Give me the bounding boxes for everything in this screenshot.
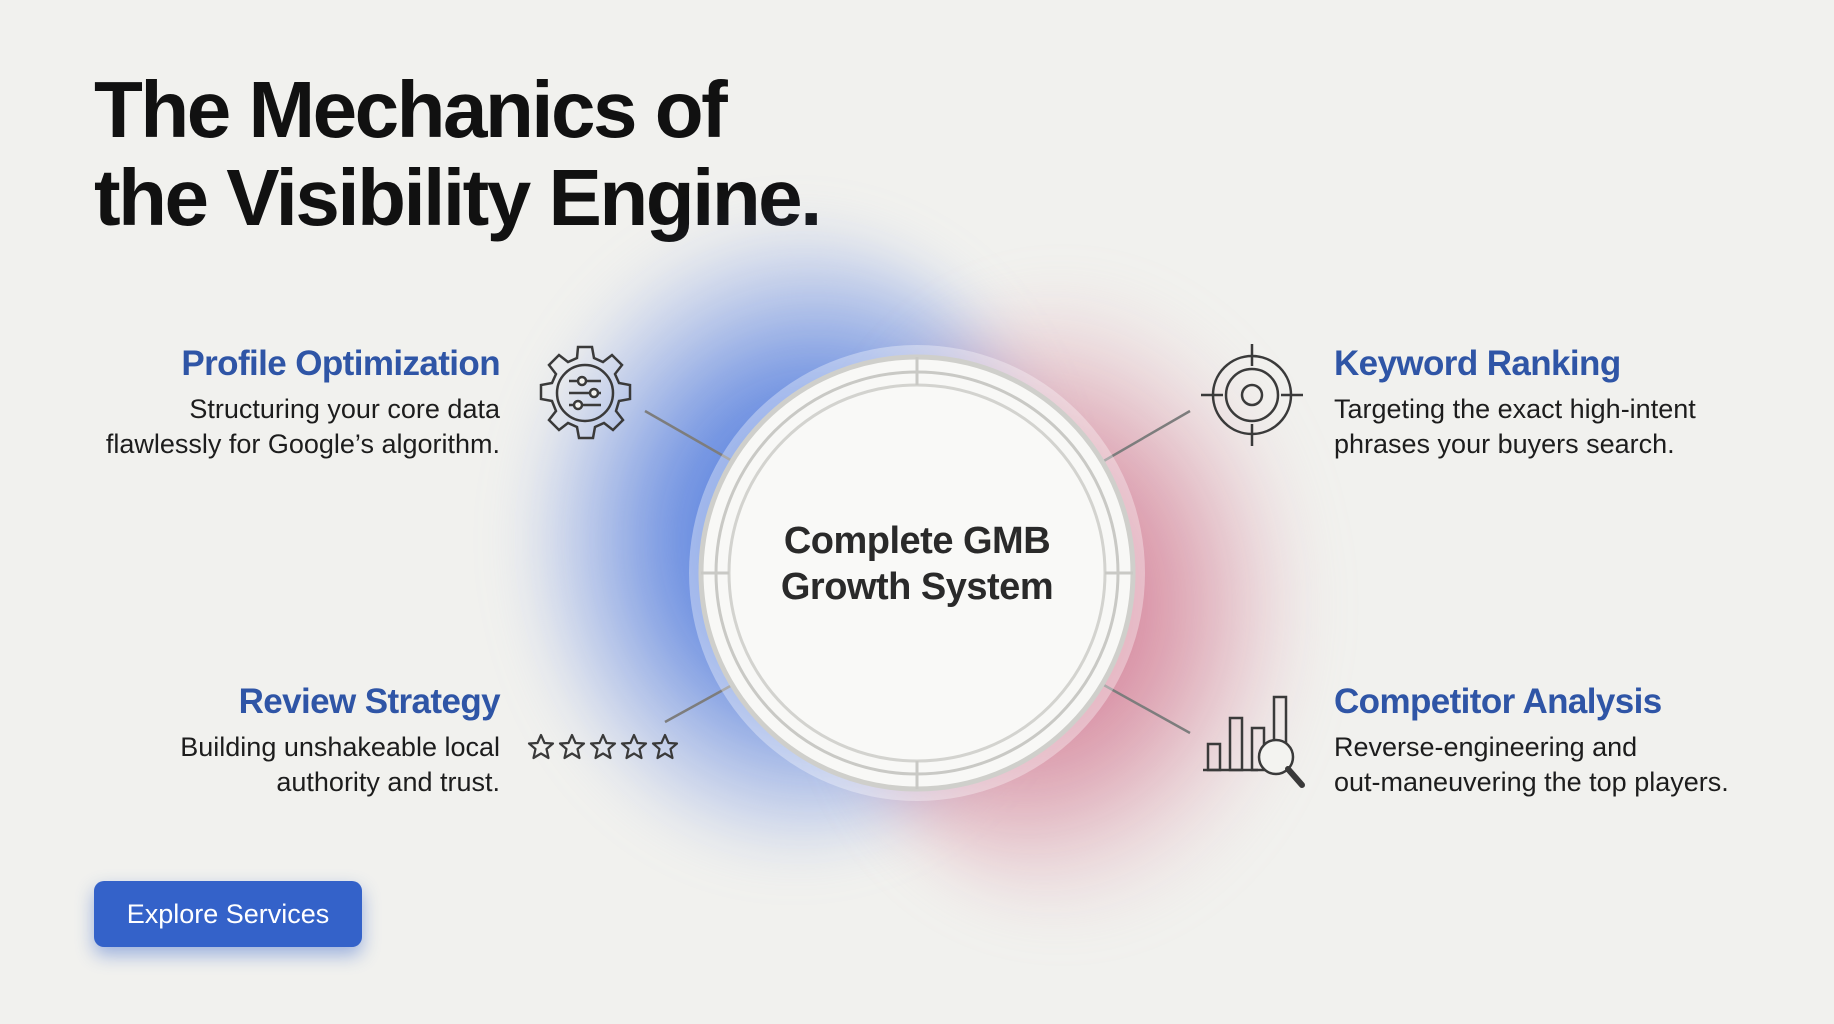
page-title-line-2: the Visibility Engine. <box>94 153 822 242</box>
bar-chart-magnifier-icon <box>1203 695 1305 788</box>
feature-description-line-1: Structuring your core data <box>189 394 500 424</box>
feature-description: Reverse-engineering and out-maneuvering … <box>1334 730 1834 800</box>
feature-title: Review Strategy <box>238 682 501 721</box>
gear-sliders-icon <box>539 345 632 440</box>
feature-description-line-1: Targeting the exact high-intent <box>1334 394 1696 424</box>
feature-competitor-analysis: Competitor Analysis Reverse-engineering … <box>1334 680 1834 800</box>
feature-description: Structuring your core data flawlessly fo… <box>0 392 500 462</box>
feature-description-line-2: flawlessly for Google’s algorithm. <box>105 429 500 459</box>
feature-keyword-ranking: Keyword Ranking Targeting the exact high… <box>1334 342 1834 462</box>
hub-title-line-2: Growth System <box>780 566 1054 608</box>
star-icon <box>589 733 617 760</box>
connector-keyword <box>1101 409 1191 464</box>
connector-competitor <box>1101 682 1191 735</box>
feature-description-line-1: Reverse-engineering and <box>1334 732 1638 762</box>
feature-title: Profile Optimization <box>181 344 500 383</box>
feature-description: Targeting the exact high-intent phrases … <box>1334 392 1834 462</box>
feature-description-line-2: authority and trust. <box>276 767 500 797</box>
feature-title: Keyword Ranking <box>1334 344 1621 383</box>
star-icon <box>527 733 555 760</box>
target-crosshair-icon <box>1201 344 1303 446</box>
feature-description-line-1: Building unshakeable local <box>180 732 500 762</box>
connector-review <box>664 682 735 724</box>
hub-title-line-1: Complete GMB <box>783 520 1051 562</box>
connector-profile <box>644 409 735 464</box>
star-icon <box>651 733 679 760</box>
feature-review-strategy: Review Strategy Building unshakeable loc… <box>0 680 500 800</box>
feature-profile-optimization: Profile Optimization Structuring your co… <box>0 342 501 462</box>
feature-description: Building unshakeable local authority and… <box>0 730 500 800</box>
hub-title: Complete GMB Growth System <box>717 518 1117 610</box>
five-stars-icon <box>527 733 679 760</box>
page-title: The Mechanics of the Visibility Engine. <box>94 65 822 242</box>
star-icon <box>620 733 648 760</box>
feature-description-line-2: phrases your buyers search. <box>1334 429 1675 459</box>
feature-title: Competitor Analysis <box>1334 682 1662 721</box>
star-icon <box>558 733 586 760</box>
feature-description-line-2: out-maneuvering the top players. <box>1334 767 1729 797</box>
page-title-line-1: The Mechanics of <box>94 65 728 154</box>
explore-services-button[interactable]: Explore Services <box>94 881 362 947</box>
